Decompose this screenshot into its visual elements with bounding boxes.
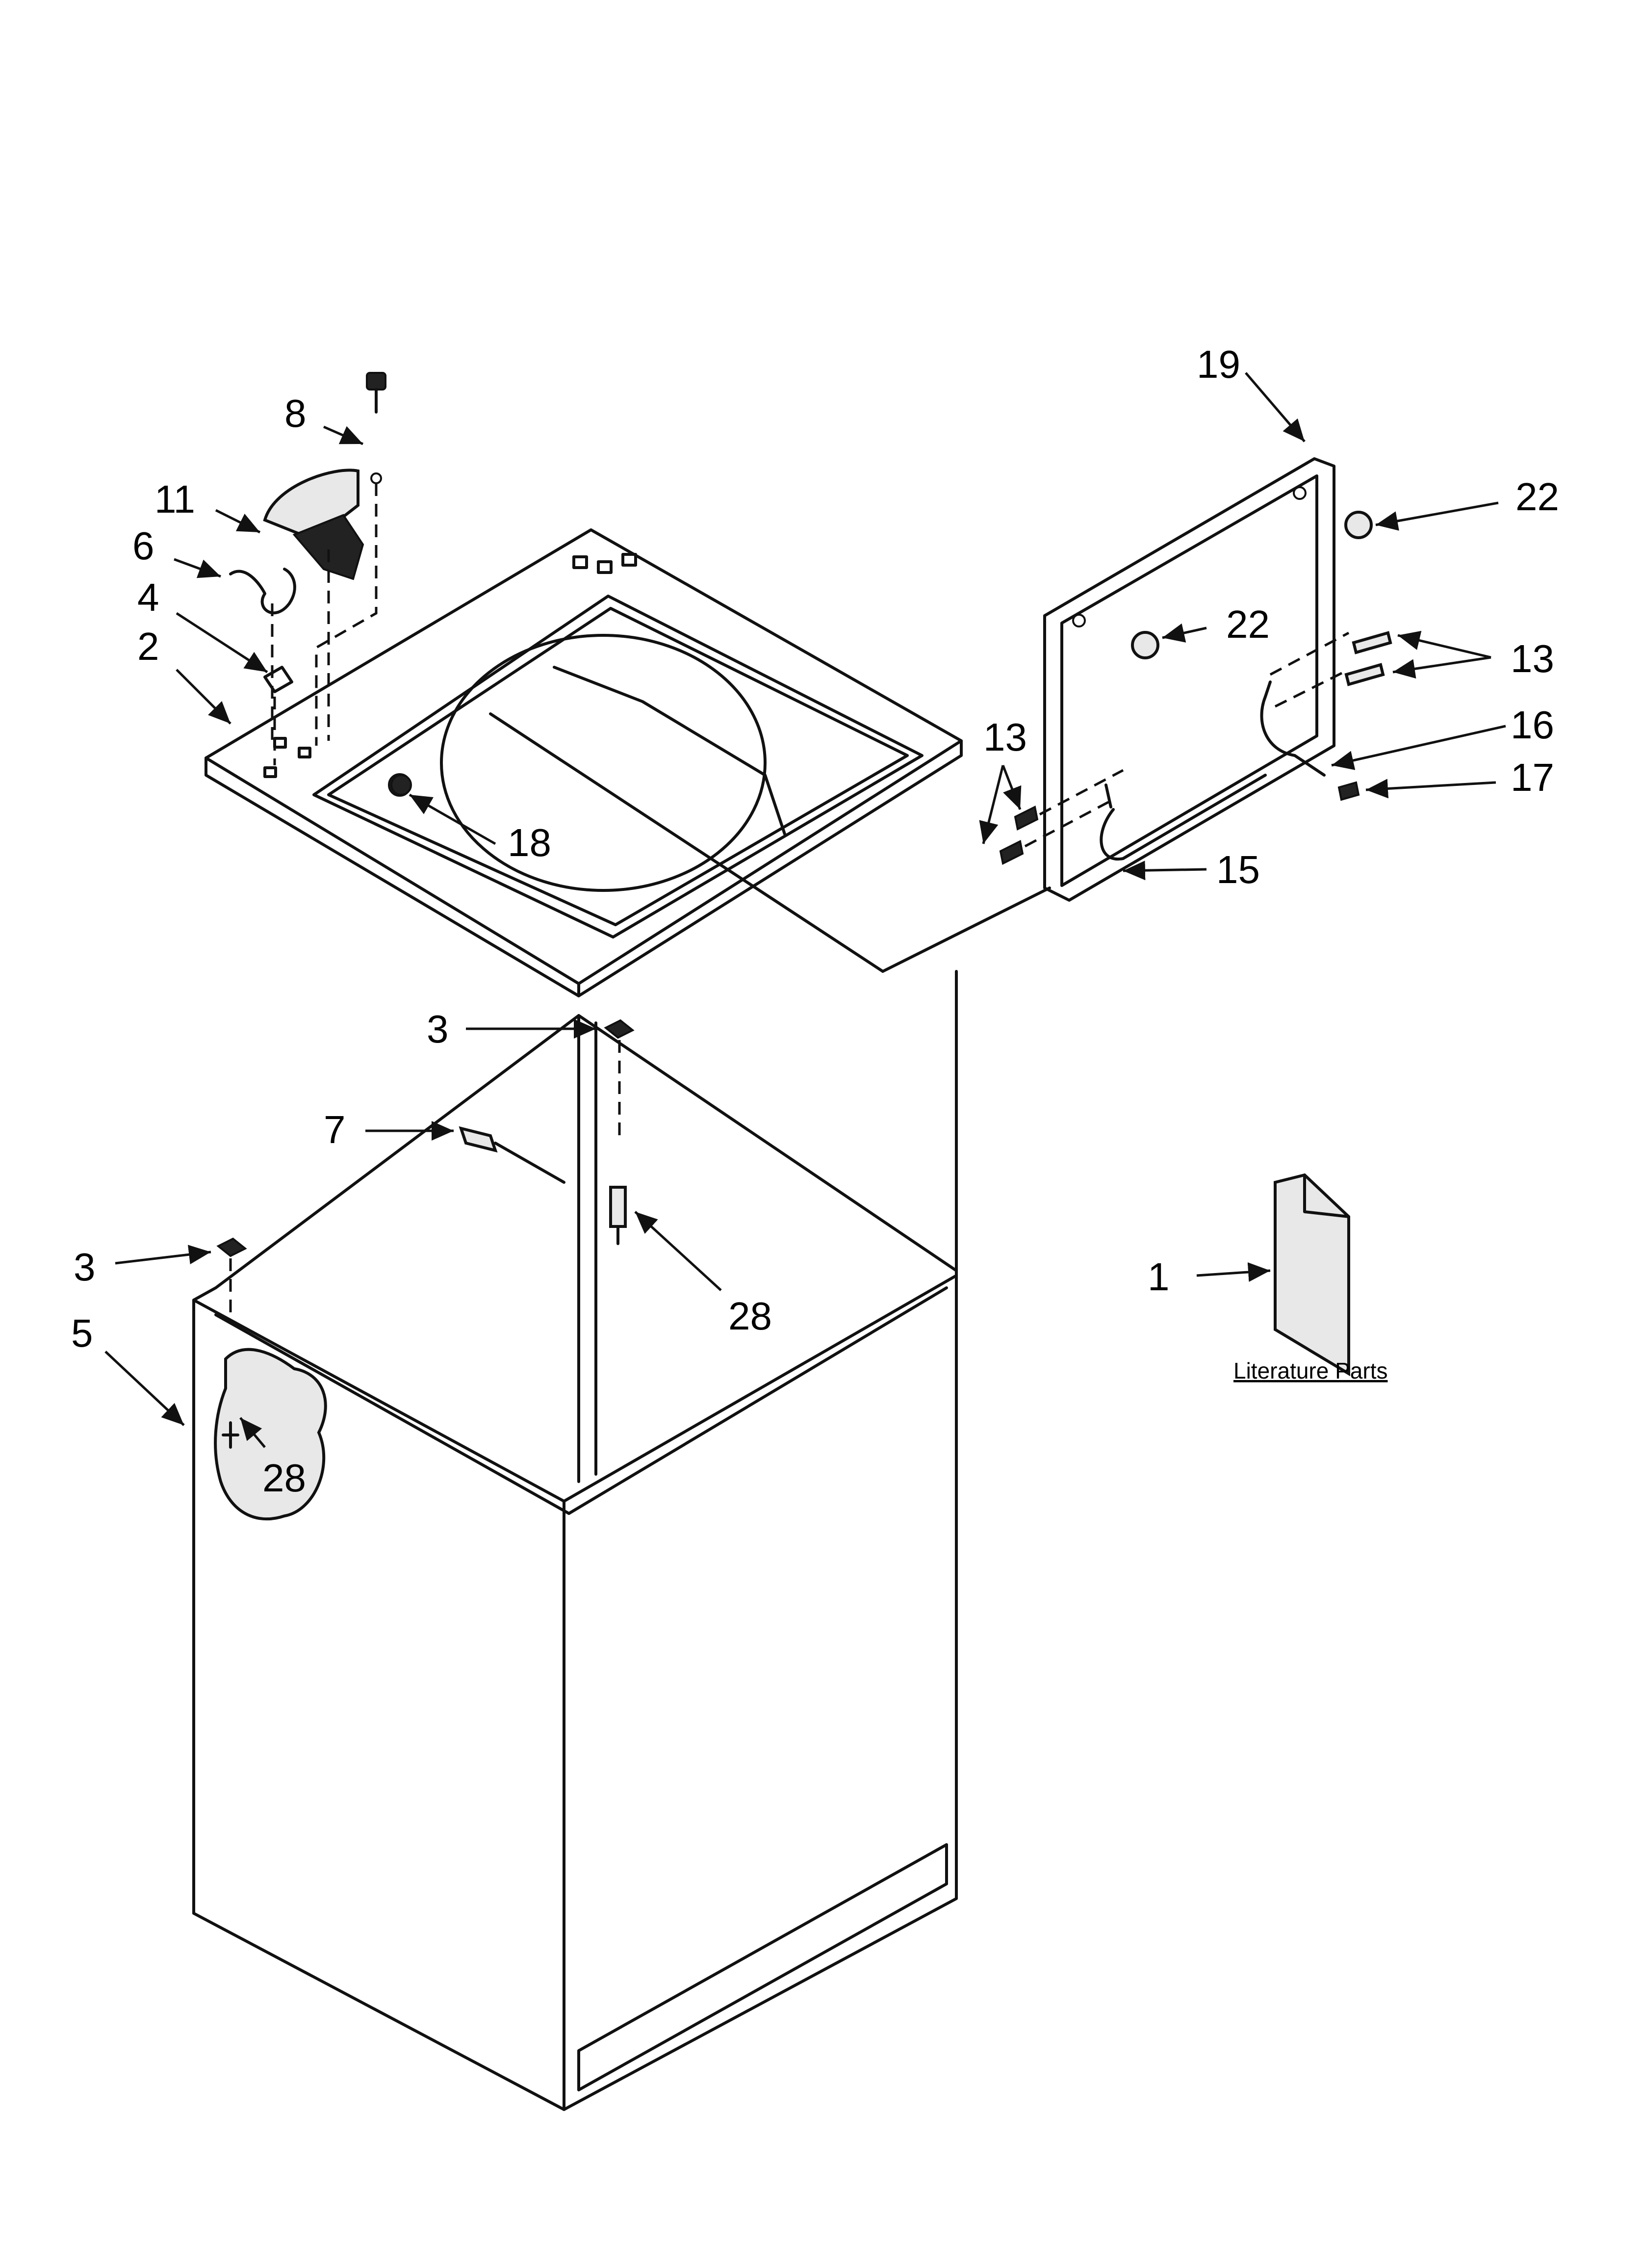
callout-28-a: 28 xyxy=(728,1294,772,1338)
screw-28 xyxy=(609,1186,627,1228)
clip-3-top xyxy=(604,1019,635,1039)
callout-1: 1 xyxy=(1148,1255,1170,1299)
screw-7 xyxy=(459,1126,498,1153)
callout-labels: 8 11 6 4 2 18 19 22 22 13 16 17 13 15 3 … xyxy=(71,342,1559,1500)
callout-11: 11 xyxy=(154,477,195,521)
callout-18: 18 xyxy=(508,821,551,864)
screw-13-a xyxy=(1352,631,1392,654)
callout-2: 2 xyxy=(137,625,159,668)
literature-parts-label: Literature Parts xyxy=(1233,1358,1387,1383)
callout-3-a: 3 xyxy=(427,1007,449,1051)
callout-13-a: 13 xyxy=(1511,637,1554,680)
callout-3-b: 3 xyxy=(74,1245,96,1289)
callout-22-b: 22 xyxy=(1226,602,1270,646)
callout-19: 19 xyxy=(1197,342,1240,386)
grommet-18 xyxy=(390,774,412,796)
cabinet xyxy=(192,970,958,2111)
screw-13-b xyxy=(1344,663,1385,686)
bumper-22-b xyxy=(1131,631,1159,659)
screw-8 xyxy=(366,372,386,391)
leader-lines xyxy=(104,372,1506,1448)
callout-4: 4 xyxy=(137,575,159,619)
top-assembly xyxy=(205,528,1051,997)
bumper-22-a xyxy=(1344,511,1373,539)
callout-16: 16 xyxy=(1511,703,1554,747)
callout-8: 8 xyxy=(284,391,307,435)
literature-book xyxy=(1274,1173,1350,1377)
callout-22-a: 22 xyxy=(1515,475,1559,519)
rear-panel xyxy=(1043,457,1335,902)
callout-6: 6 xyxy=(132,524,154,568)
callout-17: 17 xyxy=(1511,756,1554,799)
hardware xyxy=(216,372,1392,1377)
callout-13-b: 13 xyxy=(983,715,1027,759)
callout-28-b: 28 xyxy=(262,1456,306,1500)
callout-15: 15 xyxy=(1216,848,1260,891)
callout-5: 5 xyxy=(71,1311,93,1355)
callout-7: 7 xyxy=(324,1108,346,1151)
cutaway-patch xyxy=(214,1348,327,1521)
clip-3-left xyxy=(216,1237,247,1257)
screw-17 xyxy=(1337,781,1360,801)
